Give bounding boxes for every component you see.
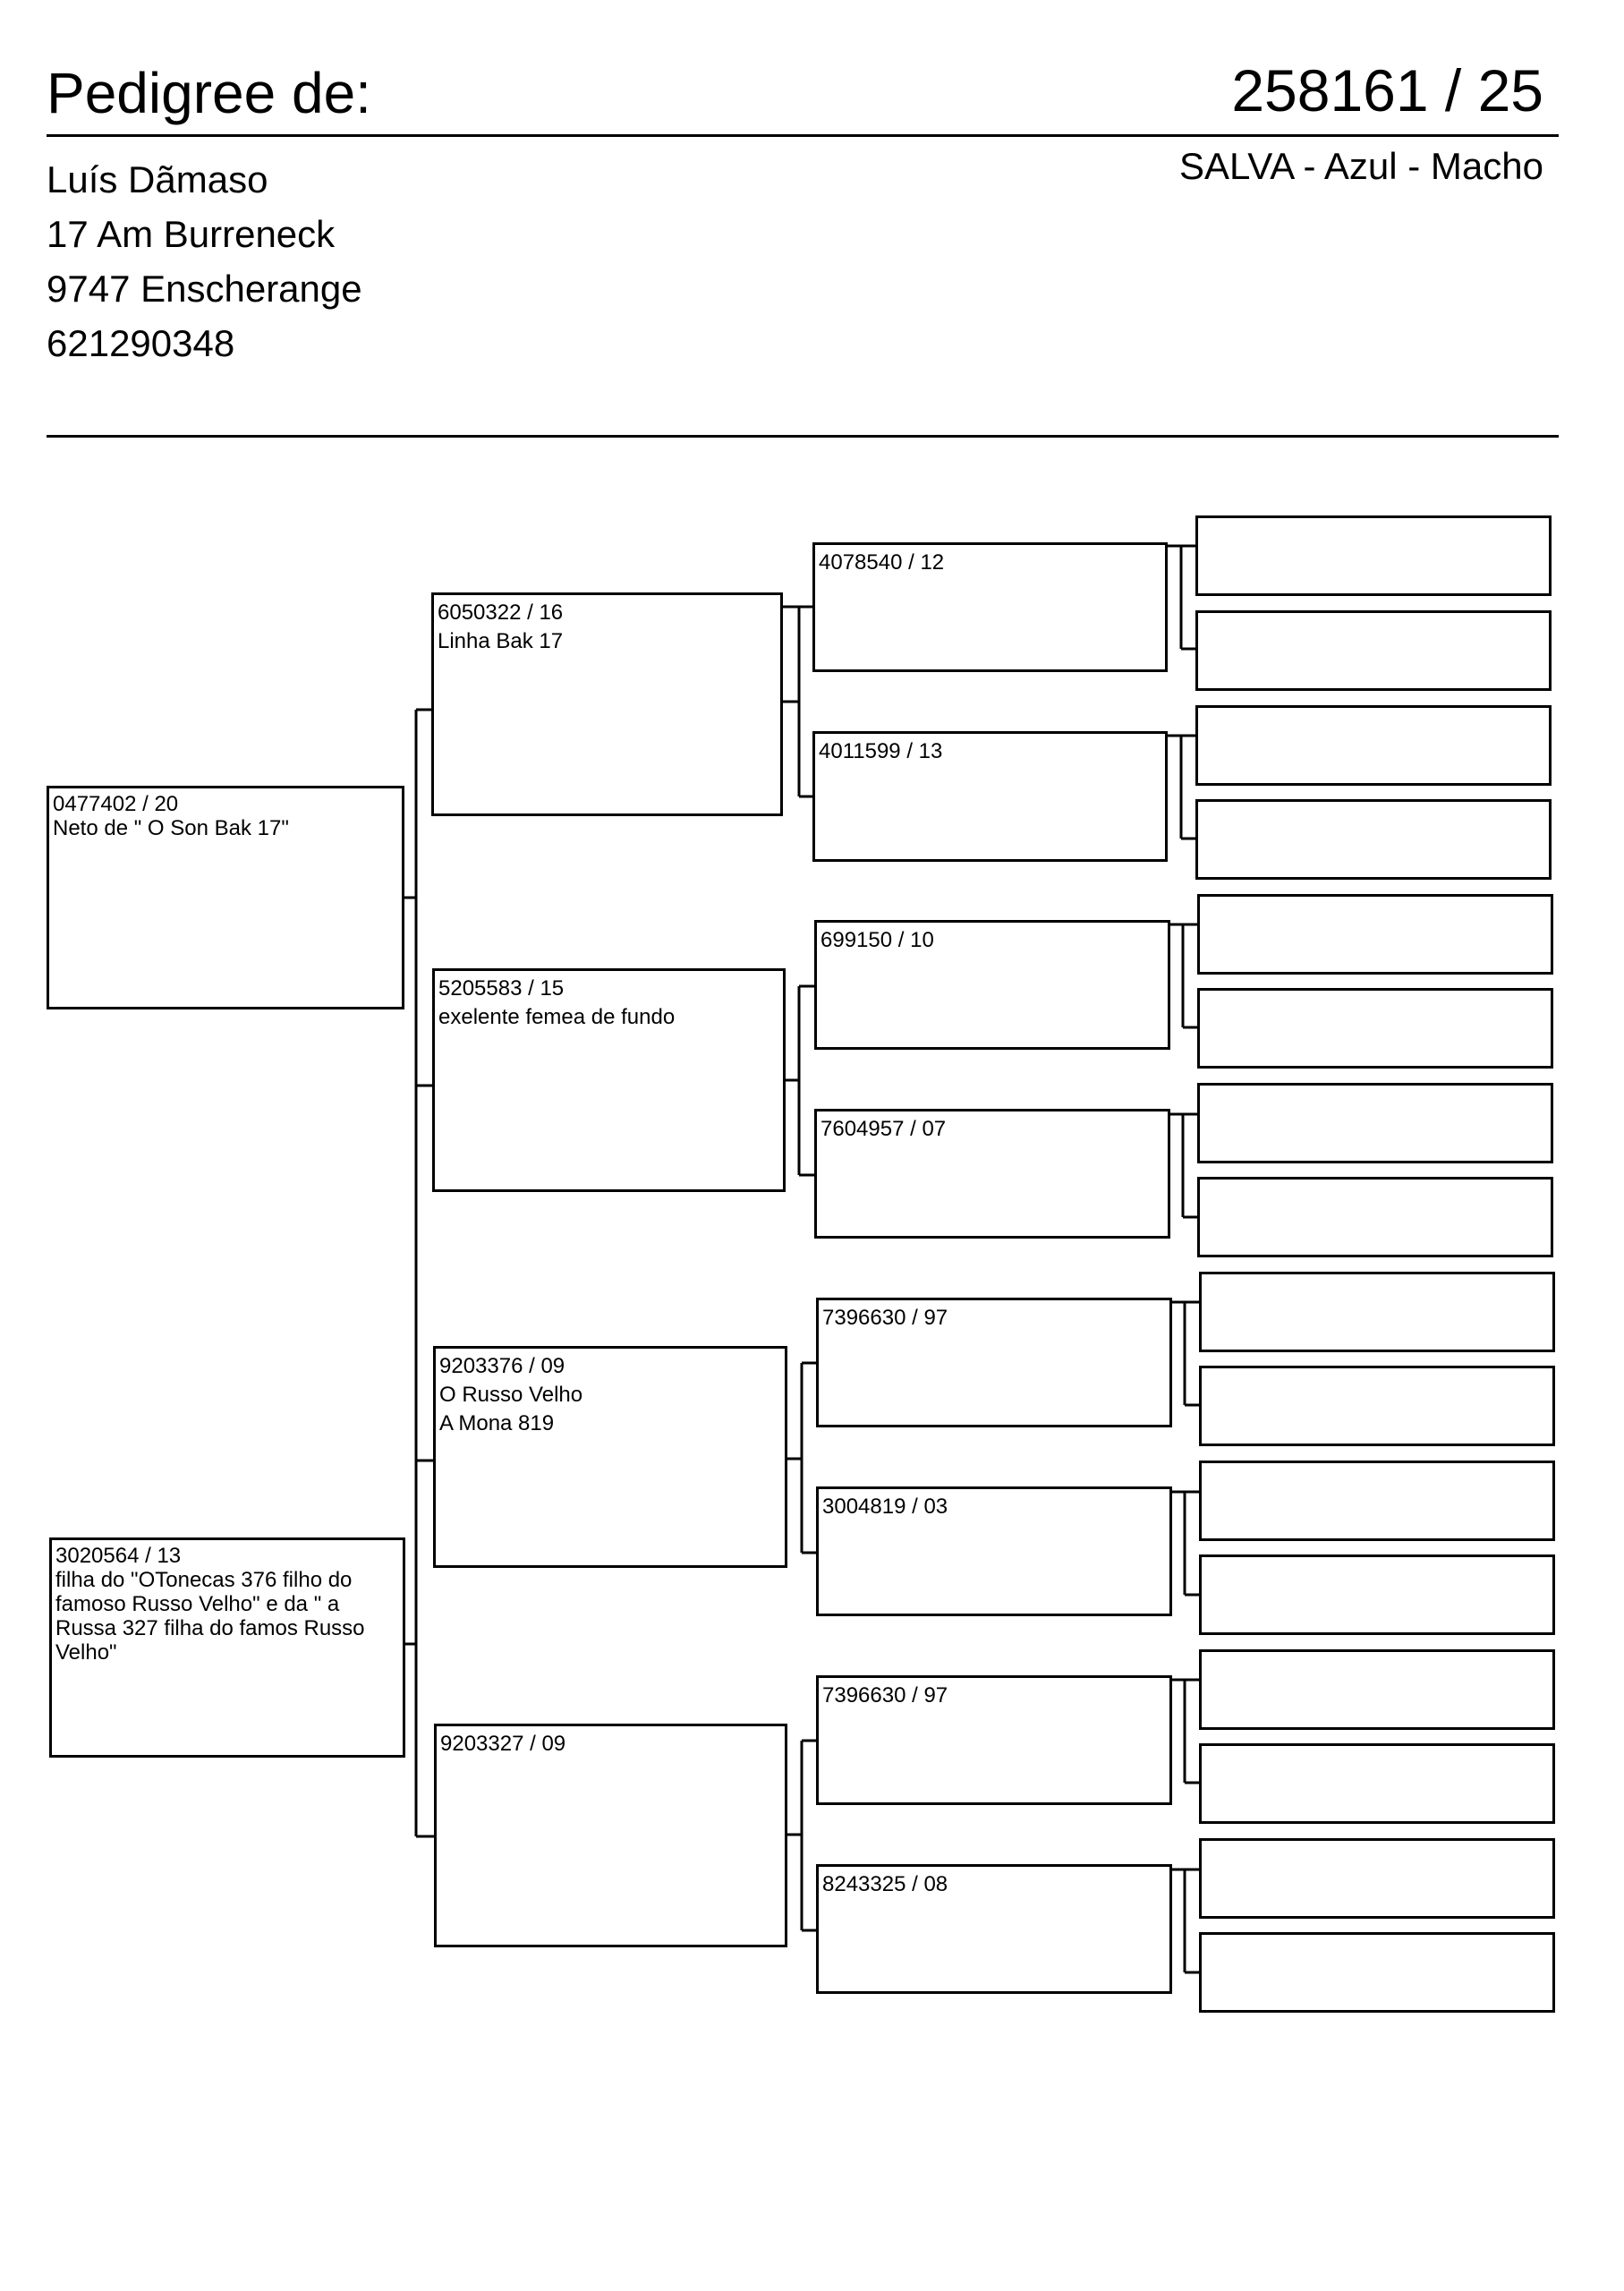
maternal-grandfather-box: 9203376 / 09 O Russo Velho A Mona 819 (433, 1346, 787, 1568)
father-note: Neto de " O Son Bak 17" (53, 816, 289, 840)
great-grandparent-box: 4078540 / 12 (812, 542, 1168, 672)
ancestor-box-empty (1199, 1743, 1555, 1824)
father-box: 0477402 / 20 Neto de " O Son Bak 17" (47, 786, 404, 1009)
great-grandparent-ring: 4011599 / 13 (819, 739, 943, 763)
paternal-grandmother-note: exelente femea de fundo (438, 1005, 676, 1029)
owner-street: 17 Am Burreneck (47, 213, 336, 255)
paternal-grandfather-note: Linha Bak 17 (438, 629, 564, 653)
maternal-grandfather-ring: 9203376 / 09 (439, 1354, 565, 1378)
ancestor-box-empty (1195, 610, 1552, 691)
mother-ring: 3020564 / 13 (55, 1544, 182, 1568)
ancestor-box-empty (1199, 1366, 1555, 1446)
great-grandparent-box: 7604957 / 07 (814, 1109, 1170, 1239)
ancestor-box-empty (1199, 1932, 1555, 2013)
maternal-grandfather-note2: A Mona 819 (439, 1411, 555, 1435)
great-grandparent-ring: 7396630 / 97 (822, 1683, 948, 1708)
great-grandparent-box: 8243325 / 08 (816, 1864, 1172, 1994)
ancestor-box-empty (1197, 1083, 1553, 1163)
great-grandparent-box: 7396630 / 97 (816, 1675, 1172, 1805)
paternal-grandfather-ring: 6050322 / 16 (438, 600, 564, 625)
ancestor-box-empty (1197, 894, 1553, 975)
great-grandparent-ring: 8243325 / 08 (822, 1872, 948, 1896)
page-title: Pedigree de: (47, 61, 371, 125)
ancestor-box-empty (1195, 705, 1552, 786)
great-grandparent-ring: 3004819 / 03 (822, 1495, 948, 1519)
owner-city: 9747 Enscherange (47, 268, 362, 310)
great-grandparent-box: 3004819 / 03 (816, 1486, 1172, 1616)
ancestor-box-empty (1197, 1177, 1553, 1257)
paternal-grandfather-box: 6050322 / 16 Linha Bak 17 (431, 592, 783, 816)
mother-box: 3020564 / 13 filha do "OTonecas 376 filh… (49, 1537, 405, 1758)
father-ring: 0477402 / 20 (53, 792, 179, 816)
great-grandparent-ring: 699150 / 10 (821, 928, 934, 952)
maternal-grandfather-note1: O Russo Velho (439, 1383, 583, 1407)
great-grandparent-ring: 7396630 / 97 (822, 1306, 948, 1330)
owner-phone: 621290348 (47, 322, 235, 364)
ancestor-box-empty (1199, 1838, 1555, 1919)
paternal-grandmother-box: 5205583 / 15 exelente femea de fundo (432, 968, 786, 1192)
maternal-grandmother-box: 9203327 / 09 (434, 1724, 787, 1947)
ancestor-box-empty (1199, 1461, 1555, 1541)
ancestor-box-empty (1199, 1554, 1555, 1635)
ancestor-box-empty (1195, 799, 1552, 880)
great-grandparent-box: 699150 / 10 (814, 920, 1170, 1050)
ring-number: 258161 / 25 (1231, 57, 1543, 123)
section-divider (47, 435, 1559, 438)
paternal-grandmother-ring: 5205583 / 15 (438, 976, 565, 1001)
ancestor-box-empty (1195, 515, 1552, 596)
ancestor-box-empty (1197, 988, 1553, 1069)
great-grandparent-box: 7396630 / 97 (816, 1298, 1172, 1427)
mother-note: filha do "OTonecas 376 filho do famoso R… (55, 1568, 371, 1665)
great-grandparent-box: 4011599 / 13 (812, 731, 1168, 862)
header-divider (47, 134, 1559, 137)
bird-description: SALVA - Azul - Macho (1179, 145, 1543, 187)
great-grandparent-ring: 4078540 / 12 (819, 550, 945, 575)
ancestor-box-empty (1199, 1649, 1555, 1730)
maternal-grandmother-ring: 9203327 / 09 (440, 1732, 566, 1756)
great-grandparent-ring: 7604957 / 07 (821, 1117, 947, 1141)
ancestor-box-empty (1199, 1272, 1555, 1352)
owner-name: Luís Dãmaso (47, 158, 268, 200)
